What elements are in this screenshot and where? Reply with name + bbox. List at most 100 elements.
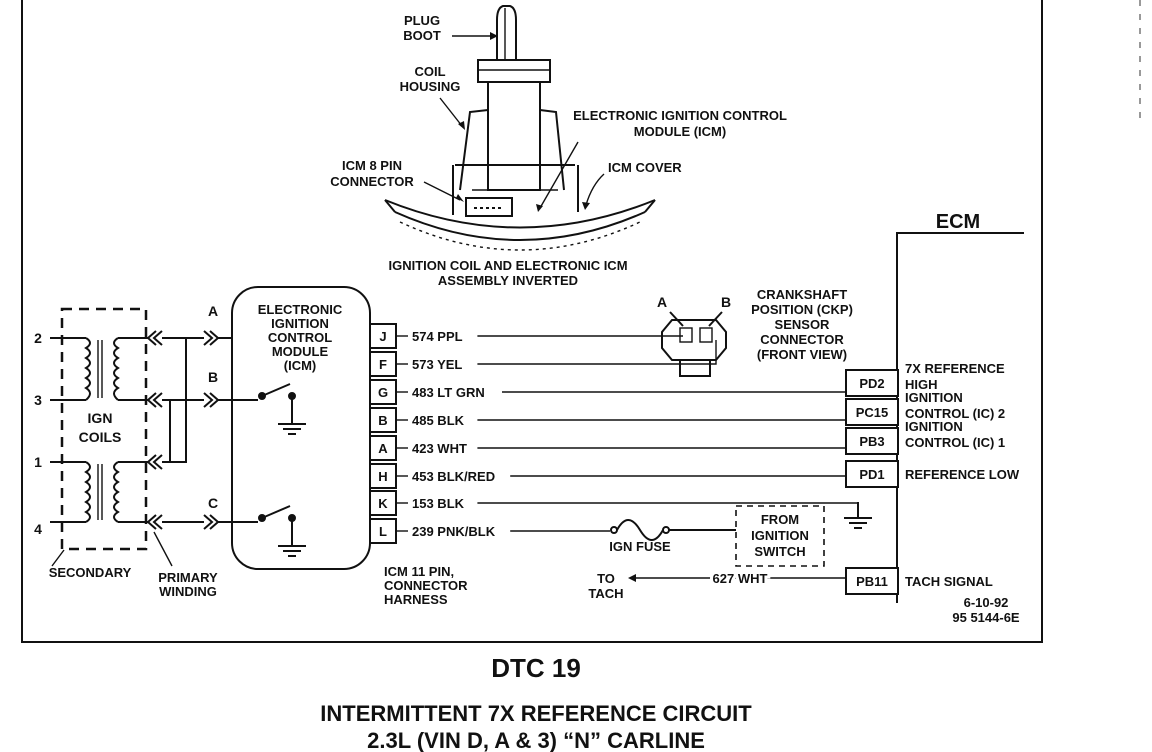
from-switch-2: IGNITION <box>751 528 809 543</box>
coil-wiring <box>162 337 232 523</box>
ecm-pin-desc: CONTROL (IC) 1 <box>905 435 1005 450</box>
primary-leader <box>153 531 173 567</box>
ckp-wire-b <box>690 340 717 365</box>
icm-module-line-3: CONTROL <box>268 330 332 345</box>
icm-module-line-4: MODULE <box>272 344 329 359</box>
ecm-pin-label: PD1 <box>859 467 884 482</box>
ecm-pin-desc: 7X REFERENCE <box>905 361 1005 376</box>
icm-harness-label-1: ICM 11 PIN, <box>384 564 454 579</box>
icm-pin-label: L <box>379 524 387 539</box>
coil-housing-label-2: HOUSING <box>400 79 461 94</box>
coil-connectors <box>146 330 220 530</box>
wire-label: 485 BLK <box>412 413 465 428</box>
conn-b-label: B <box>208 369 218 385</box>
icm-harness-label-2: CONNECTOR <box>384 578 468 593</box>
ckp-label: CRANKSHAFT POSITION (CKP) SENSOR CONNECT… <box>751 287 853 362</box>
primary-label-2: WINDING <box>159 584 217 599</box>
ckp-connector-drawing <box>661 311 727 377</box>
icm-module-line-5: (ICM) <box>284 358 317 373</box>
to-tach-2: TACH <box>588 586 623 601</box>
icm-pin-label: K <box>378 496 388 511</box>
icm-label-1: ELECTRONIC IGNITION CONTROL <box>573 108 787 123</box>
ecm-pin-box <box>845 460 899 488</box>
ckp-pin-b: B <box>721 294 731 310</box>
icm-pin-label: J <box>379 329 386 344</box>
ign-coils-label-1: IGN <box>88 410 113 426</box>
diagram-ref: 95 5144-6E <box>952 610 1020 625</box>
wire-label: 574 PPL <box>412 329 463 344</box>
wire-label: 573 YEL <box>412 357 462 372</box>
wire-label: 453 BLK/RED <box>412 469 495 484</box>
icm8-label-2: CONNECTOR <box>330 174 414 189</box>
ecm-pin-desc: TACH SIGNAL <box>905 574 993 589</box>
ecm-pin-box <box>845 398 899 426</box>
secondary-leader <box>51 549 65 567</box>
wire-row-l: L 239 PNK/BLK <box>369 518 610 544</box>
conn-c-label: C <box>208 495 218 511</box>
ecm-pin-label: PD2 <box>859 376 884 391</box>
ignition-switch-box <box>735 505 825 567</box>
icm-module-line-2: IGNITION <box>271 316 329 331</box>
ecm-pin-label: PC15 <box>856 405 889 420</box>
ign-coils-label-2: COILS <box>79 429 122 445</box>
wire-label: 483 LT GRN <box>412 385 485 400</box>
wire-row-h: H 453 BLK/RED <box>369 463 846 489</box>
ecm-pin-desc: CONTROL (IC) 2 <box>905 406 1005 421</box>
ecm-label: ECM <box>936 211 980 233</box>
caption-line-2: 2.3L (VIN D, A & 3) “N” CARLINE <box>367 728 705 752</box>
icm-pin-label: F <box>379 357 387 372</box>
ecm-pin-desc: IGNITION <box>905 419 963 434</box>
top-labels: PLUG BOOT COIL HOUSING ELECTRONIC IGNITI… <box>330 13 787 288</box>
primary-label-1: PRIMARY <box>158 570 218 585</box>
wire-row-a: A 423 WHT <box>369 435 846 461</box>
ecm-pin-box <box>845 567 899 595</box>
icm-module-line-1: ELECTRONIC <box>258 302 343 317</box>
wire-label: 423 WHT <box>412 441 467 456</box>
ecm-pin-pd1: PD1 REFERENCE LOW <box>845 460 1020 488</box>
to-tach-1: TO <box>597 571 615 586</box>
ckp-label-3: SENSOR <box>775 317 831 332</box>
coil-pin-4: 4 <box>34 521 42 537</box>
icm-pin-box <box>369 490 397 516</box>
coil-windings <box>50 337 148 523</box>
icm-pin-box <box>369 518 397 544</box>
icm-module-label: ELECTRONIC IGNITION CONTROL MODULE (ICM) <box>258 302 343 373</box>
wire-row-j: J 574 PPL <box>369 323 662 349</box>
caption-line-1: INTERMITTENT 7X REFERENCE CIRCUIT <box>320 701 752 726</box>
icm-cover-label: ICM COVER <box>608 160 682 175</box>
from-switch-1: FROM <box>761 512 799 527</box>
ecm-pin-box <box>845 369 899 397</box>
conn-a-label: A <box>208 303 218 319</box>
top-leaders <box>423 32 605 212</box>
icm8-label-1: ICM 8 PIN <box>342 158 402 173</box>
diagram-frame <box>21 0 1043 643</box>
secondary-label: SECONDARY <box>49 565 132 580</box>
from-switch-3: SWITCH <box>754 544 805 559</box>
ckp-label-1: CRANKSHAFT <box>757 287 847 302</box>
ecm-pin-desc: HIGH <box>905 377 938 392</box>
icm-pin-label: A <box>378 441 388 456</box>
assembly-label-1: IGNITION COIL AND ELECTRONIC ICM <box>388 258 627 273</box>
icm-pin-label: H <box>378 469 387 484</box>
tach-arrow <box>628 574 636 582</box>
tach-wire-label: 627 WHT <box>713 571 768 586</box>
ecm-pin-label: PB3 <box>859 434 884 449</box>
ign-fuse-symbol <box>610 519 736 541</box>
ecm-pin-box <box>845 427 899 455</box>
icm-label-2: MODULE (ICM) <box>634 124 726 139</box>
ign-coils-box <box>60 307 148 551</box>
ecm-pin-label: PB11 <box>856 574 888 589</box>
coil-housing-label-1: COIL <box>414 64 445 79</box>
icm-switches <box>232 383 306 557</box>
coil-assembly-drawing <box>384 5 656 251</box>
wire-label: 239 PNK/BLK <box>412 524 496 539</box>
ign-fuse-label: IGN FUSE <box>609 539 671 554</box>
ckp-label-5: (FRONT VIEW) <box>757 347 847 362</box>
ecm-pin-pb11: PB11 TACH SIGNAL <box>845 567 993 595</box>
ecm-pin-desc: REFERENCE LOW <box>905 467 1020 482</box>
